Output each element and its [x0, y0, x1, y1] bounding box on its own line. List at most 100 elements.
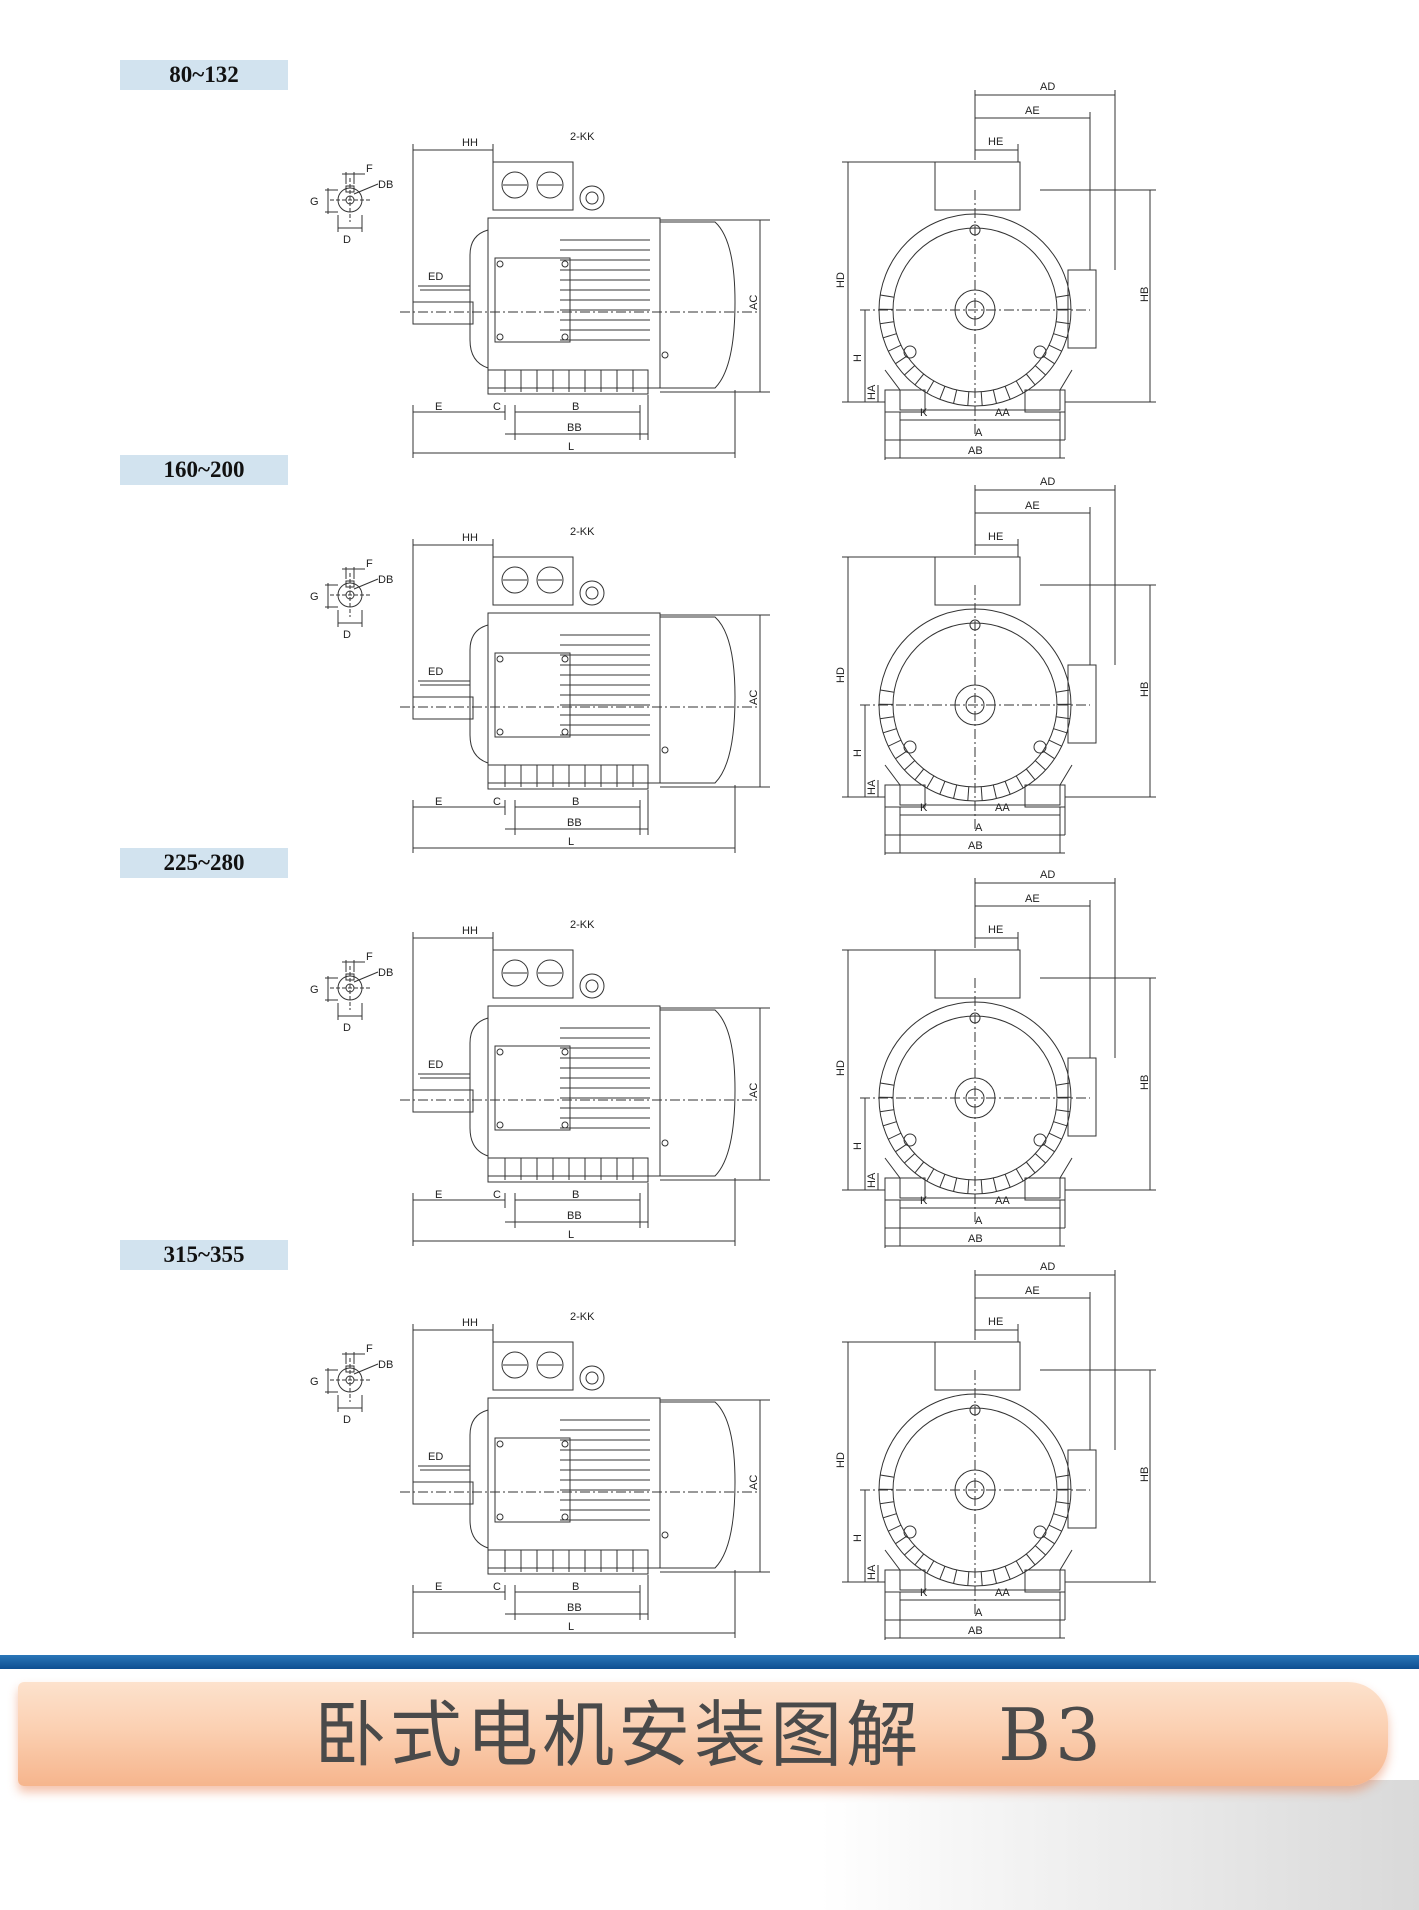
label-h: H — [852, 1534, 864, 1542]
label-hb: HB — [1139, 1467, 1151, 1482]
side-view-drawing — [400, 1324, 770, 1638]
label-hh: HH — [462, 532, 478, 544]
label-db: DB — [378, 179, 393, 191]
front-view-drawing — [842, 878, 1156, 1248]
label-ac: AC — [748, 690, 760, 705]
label-hd: HD — [835, 272, 847, 288]
label-f: F — [366, 163, 373, 175]
label-ad: AD — [1040, 869, 1055, 881]
label-g: G — [310, 591, 319, 603]
label-kk: 2-KK — [570, 1311, 595, 1323]
label-ac: AC — [748, 295, 760, 310]
section-80~132: 80~132 G F DB D — [0, 60, 1419, 460]
label-kk: 2-KK — [570, 919, 595, 931]
label-h: H — [852, 354, 864, 362]
label-ed: ED — [428, 271, 443, 283]
label-bb: BB — [567, 1210, 582, 1222]
label-ad: AD — [1040, 476, 1055, 488]
label-k: K — [920, 1195, 928, 1207]
label-aa: AA — [995, 802, 1010, 814]
label-bb: BB — [567, 422, 582, 434]
label-ae: AE — [1025, 105, 1040, 117]
label-ab: AB — [968, 1233, 983, 1245]
label-d: D — [343, 234, 351, 246]
front-view-drawing — [842, 485, 1156, 855]
label-b: B — [572, 1581, 579, 1593]
label-bb: BB — [567, 1602, 582, 1614]
label-ed: ED — [428, 1451, 443, 1463]
label-l: L — [568, 1229, 574, 1241]
label-f: F — [366, 1343, 373, 1355]
label-c: C — [493, 1581, 501, 1593]
label-ha: HA — [866, 1564, 878, 1580]
label-g: G — [310, 984, 319, 996]
label-hh: HH — [462, 1317, 478, 1329]
side-view-drawing — [400, 539, 770, 853]
label-hb: HB — [1139, 287, 1151, 302]
footer-banner — [18, 1682, 1388, 1786]
label-d: D — [343, 1022, 351, 1034]
label-db: DB — [378, 574, 393, 586]
label-k: K — [920, 1587, 928, 1599]
label-k: K — [920, 407, 928, 419]
label-ed: ED — [428, 666, 443, 678]
label-l: L — [568, 441, 574, 453]
label-bb: BB — [567, 817, 582, 829]
footer-blue-bar — [0, 1655, 1419, 1669]
dimension-drawing: G F DB D HH — [310, 476, 1156, 855]
footer-gray-fade — [820, 1780, 1419, 1910]
label-ha: HA — [866, 384, 878, 400]
label-hd: HD — [835, 667, 847, 683]
label-he: HE — [988, 924, 1003, 936]
label-ha: HA — [866, 1172, 878, 1188]
frame-size-tag: 160~200 — [120, 455, 288, 485]
label-db: DB — [378, 1359, 393, 1371]
label-db: DB — [378, 967, 393, 979]
label-ae: AE — [1025, 1285, 1040, 1297]
frame-size-tag: 225~280 — [120, 848, 288, 878]
footer-title: 卧式电机安装图解 B3 — [314, 1693, 1105, 1777]
label-b: B — [572, 1189, 579, 1201]
label-ad: AD — [1040, 81, 1055, 93]
label-aa: AA — [995, 1195, 1010, 1207]
label-b: B — [572, 401, 579, 413]
section-160~200: 160~200 G F DB D — [0, 455, 1419, 855]
label-d: D — [343, 629, 351, 641]
front-view-drawing — [842, 90, 1156, 460]
label-ad: AD — [1040, 1261, 1055, 1273]
label-b: B — [572, 796, 579, 808]
label-e: E — [435, 401, 442, 413]
label-hh: HH — [462, 137, 478, 149]
label-he: HE — [988, 531, 1003, 543]
label-hb: HB — [1139, 1075, 1151, 1090]
label-ed: ED — [428, 1059, 443, 1071]
label-h: H — [852, 749, 864, 757]
frame-size-tag: 315~355 — [120, 1240, 288, 1270]
label-d: D — [343, 1414, 351, 1426]
label-ab: AB — [968, 445, 983, 457]
label-g: G — [310, 196, 319, 208]
label-hh: HH — [462, 925, 478, 937]
section-225~280: 225~280 G F DB D — [0, 848, 1419, 1248]
label-a: A — [975, 1607, 983, 1619]
label-ha: HA — [866, 779, 878, 795]
label-l: L — [568, 836, 574, 848]
shaft-end-detail — [325, 567, 379, 627]
label-ac: AC — [748, 1083, 760, 1098]
label-k: K — [920, 802, 928, 814]
label-a: A — [975, 822, 983, 834]
shaft-end-detail — [325, 1352, 379, 1412]
label-he: HE — [988, 1316, 1003, 1328]
label-e: E — [435, 796, 442, 808]
label-ac: AC — [748, 1475, 760, 1490]
label-aa: AA — [995, 1587, 1010, 1599]
label-hd: HD — [835, 1060, 847, 1076]
label-a: A — [975, 1215, 983, 1227]
side-view-drawing — [400, 932, 770, 1246]
label-he: HE — [988, 136, 1003, 148]
shaft-end-detail — [325, 960, 379, 1020]
label-kk: 2-KK — [570, 526, 595, 538]
label-c: C — [493, 401, 501, 413]
label-c: C — [493, 1189, 501, 1201]
front-view-drawing — [842, 1270, 1156, 1640]
